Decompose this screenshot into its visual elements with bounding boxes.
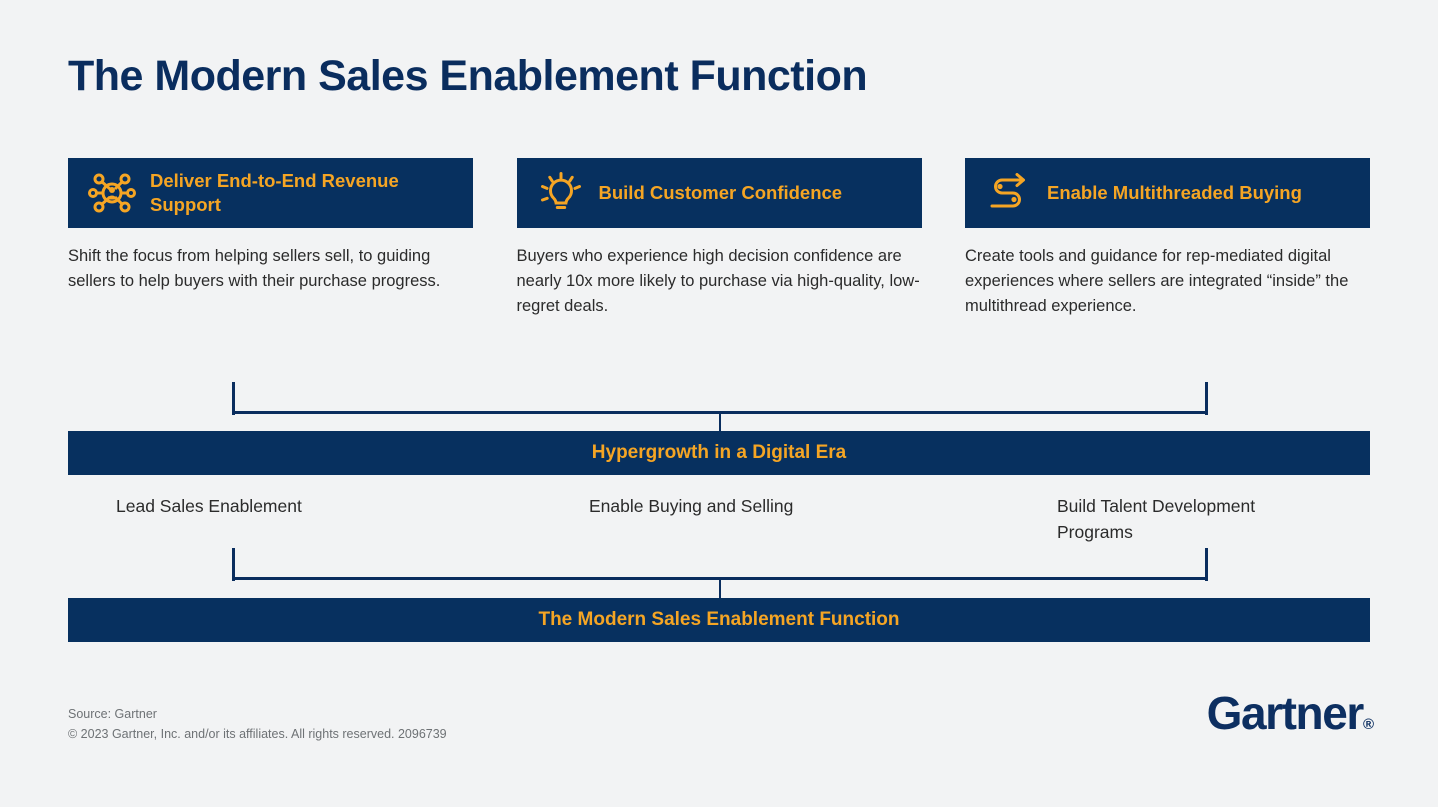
network-hub-icon xyxy=(84,169,140,217)
bar-hypergrowth-in-a-digital-era: Hypergrowth in a Digital Era xyxy=(68,431,1370,475)
bracket-stub-left xyxy=(232,548,235,581)
bracket-stub-left xyxy=(232,382,235,415)
card-body: Shift the focus from helping sellers sel… xyxy=(68,247,441,291)
bracket-connector-lower xyxy=(232,548,1208,612)
page-title: The Modern Sales Enablement Function xyxy=(68,52,868,100)
winding-arrow-icon xyxy=(981,169,1037,217)
card-title: Deliver End-to-End Revenue Support xyxy=(150,170,399,215)
bracket-horizontal-line xyxy=(232,577,1208,580)
card-title: Enable Multithreaded Buying xyxy=(1047,182,1302,204)
card-header: Deliver End-to-End Revenue Support xyxy=(68,158,473,228)
registered-trademark-icon: ® xyxy=(1362,716,1374,733)
copyright-line: © 2023 Gartner, Inc. and/or its affiliat… xyxy=(68,727,447,742)
bracket-stub-right xyxy=(1205,548,1208,581)
source-line: Source: Gartner xyxy=(68,707,157,721)
bar-label: The Modern Sales Enablement Function xyxy=(538,609,900,630)
bracket-connector-upper xyxy=(232,382,1208,446)
card-enable-multithreaded-buying: Enable Multithreaded Buying Create tools… xyxy=(965,158,1370,319)
middle-label-lead-sales-enablement: Lead Sales Enablement xyxy=(116,496,302,516)
card-build-customer-confidence: Build Customer Confidence Buyers who exp… xyxy=(516,158,922,319)
card-header: Build Customer Confidence xyxy=(516,158,922,228)
card-header: Enable Multithreaded Buying xyxy=(965,158,1370,228)
gartner-logo-text: Gartner xyxy=(1206,687,1365,739)
middle-labels-row: Lead Sales Enablement Enable Buying and … xyxy=(68,494,1370,554)
gartner-logo: Gartner® xyxy=(1207,690,1374,736)
bracket-stub-center xyxy=(719,580,721,612)
lightbulb-icon xyxy=(533,169,589,217)
middle-label-build-talent-development-programs: Build Talent Development Programs xyxy=(1057,496,1256,542)
card-title: Build Customer Confidence xyxy=(598,182,843,204)
card-deliver-end-to-end-revenue-support: Deliver End-to-End Revenue Support Shift… xyxy=(68,158,473,319)
card-body: Buyers who experience high decision conf… xyxy=(516,247,920,316)
bar-the-modern-sales-enablement-function: The Modern Sales Enablement Function xyxy=(68,598,1370,642)
bracket-horizontal-line xyxy=(232,411,1208,414)
bracket-stub-right xyxy=(1205,382,1208,415)
middle-label-enable-buying-and-selling: Enable Buying and Selling xyxy=(589,496,794,516)
footer-source-block: Source: Gartner © 2023 Gartner, Inc. and… xyxy=(68,704,447,745)
card-body: Create tools and guidance for rep-mediat… xyxy=(965,247,1349,316)
bracket-stub-center xyxy=(719,414,721,446)
cards-row: Deliver End-to-End Revenue Support Shift… xyxy=(68,158,1370,319)
bar-label: Hypergrowth in a Digital Era xyxy=(591,442,847,463)
